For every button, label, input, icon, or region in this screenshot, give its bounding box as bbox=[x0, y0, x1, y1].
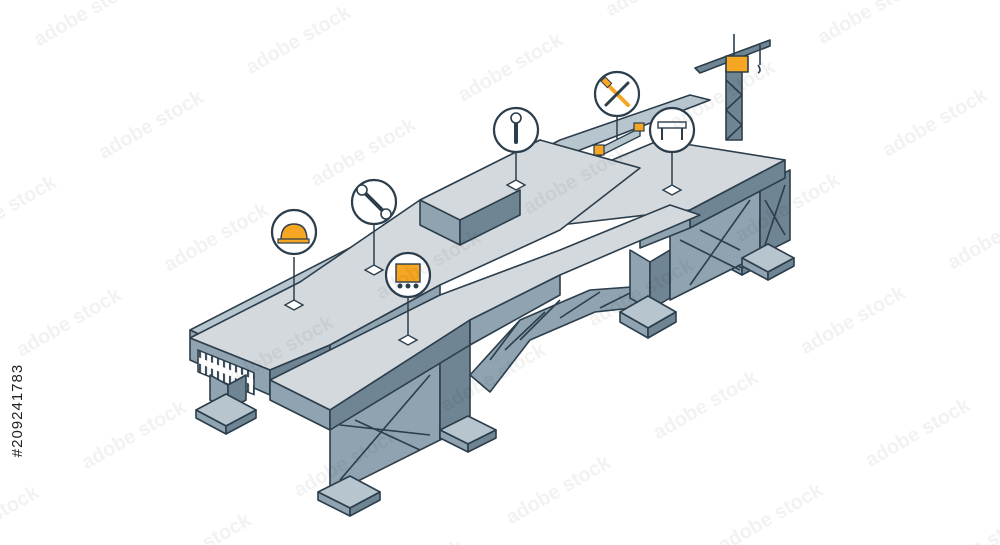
stock-image-id-text: #209241783 bbox=[9, 363, 27, 457]
pier-front-left bbox=[317, 475, 381, 517]
tower-crane bbox=[694, 34, 771, 141]
cart-icon bbox=[395, 263, 421, 289]
stock-image-id: #209241783 bbox=[6, 300, 30, 520]
